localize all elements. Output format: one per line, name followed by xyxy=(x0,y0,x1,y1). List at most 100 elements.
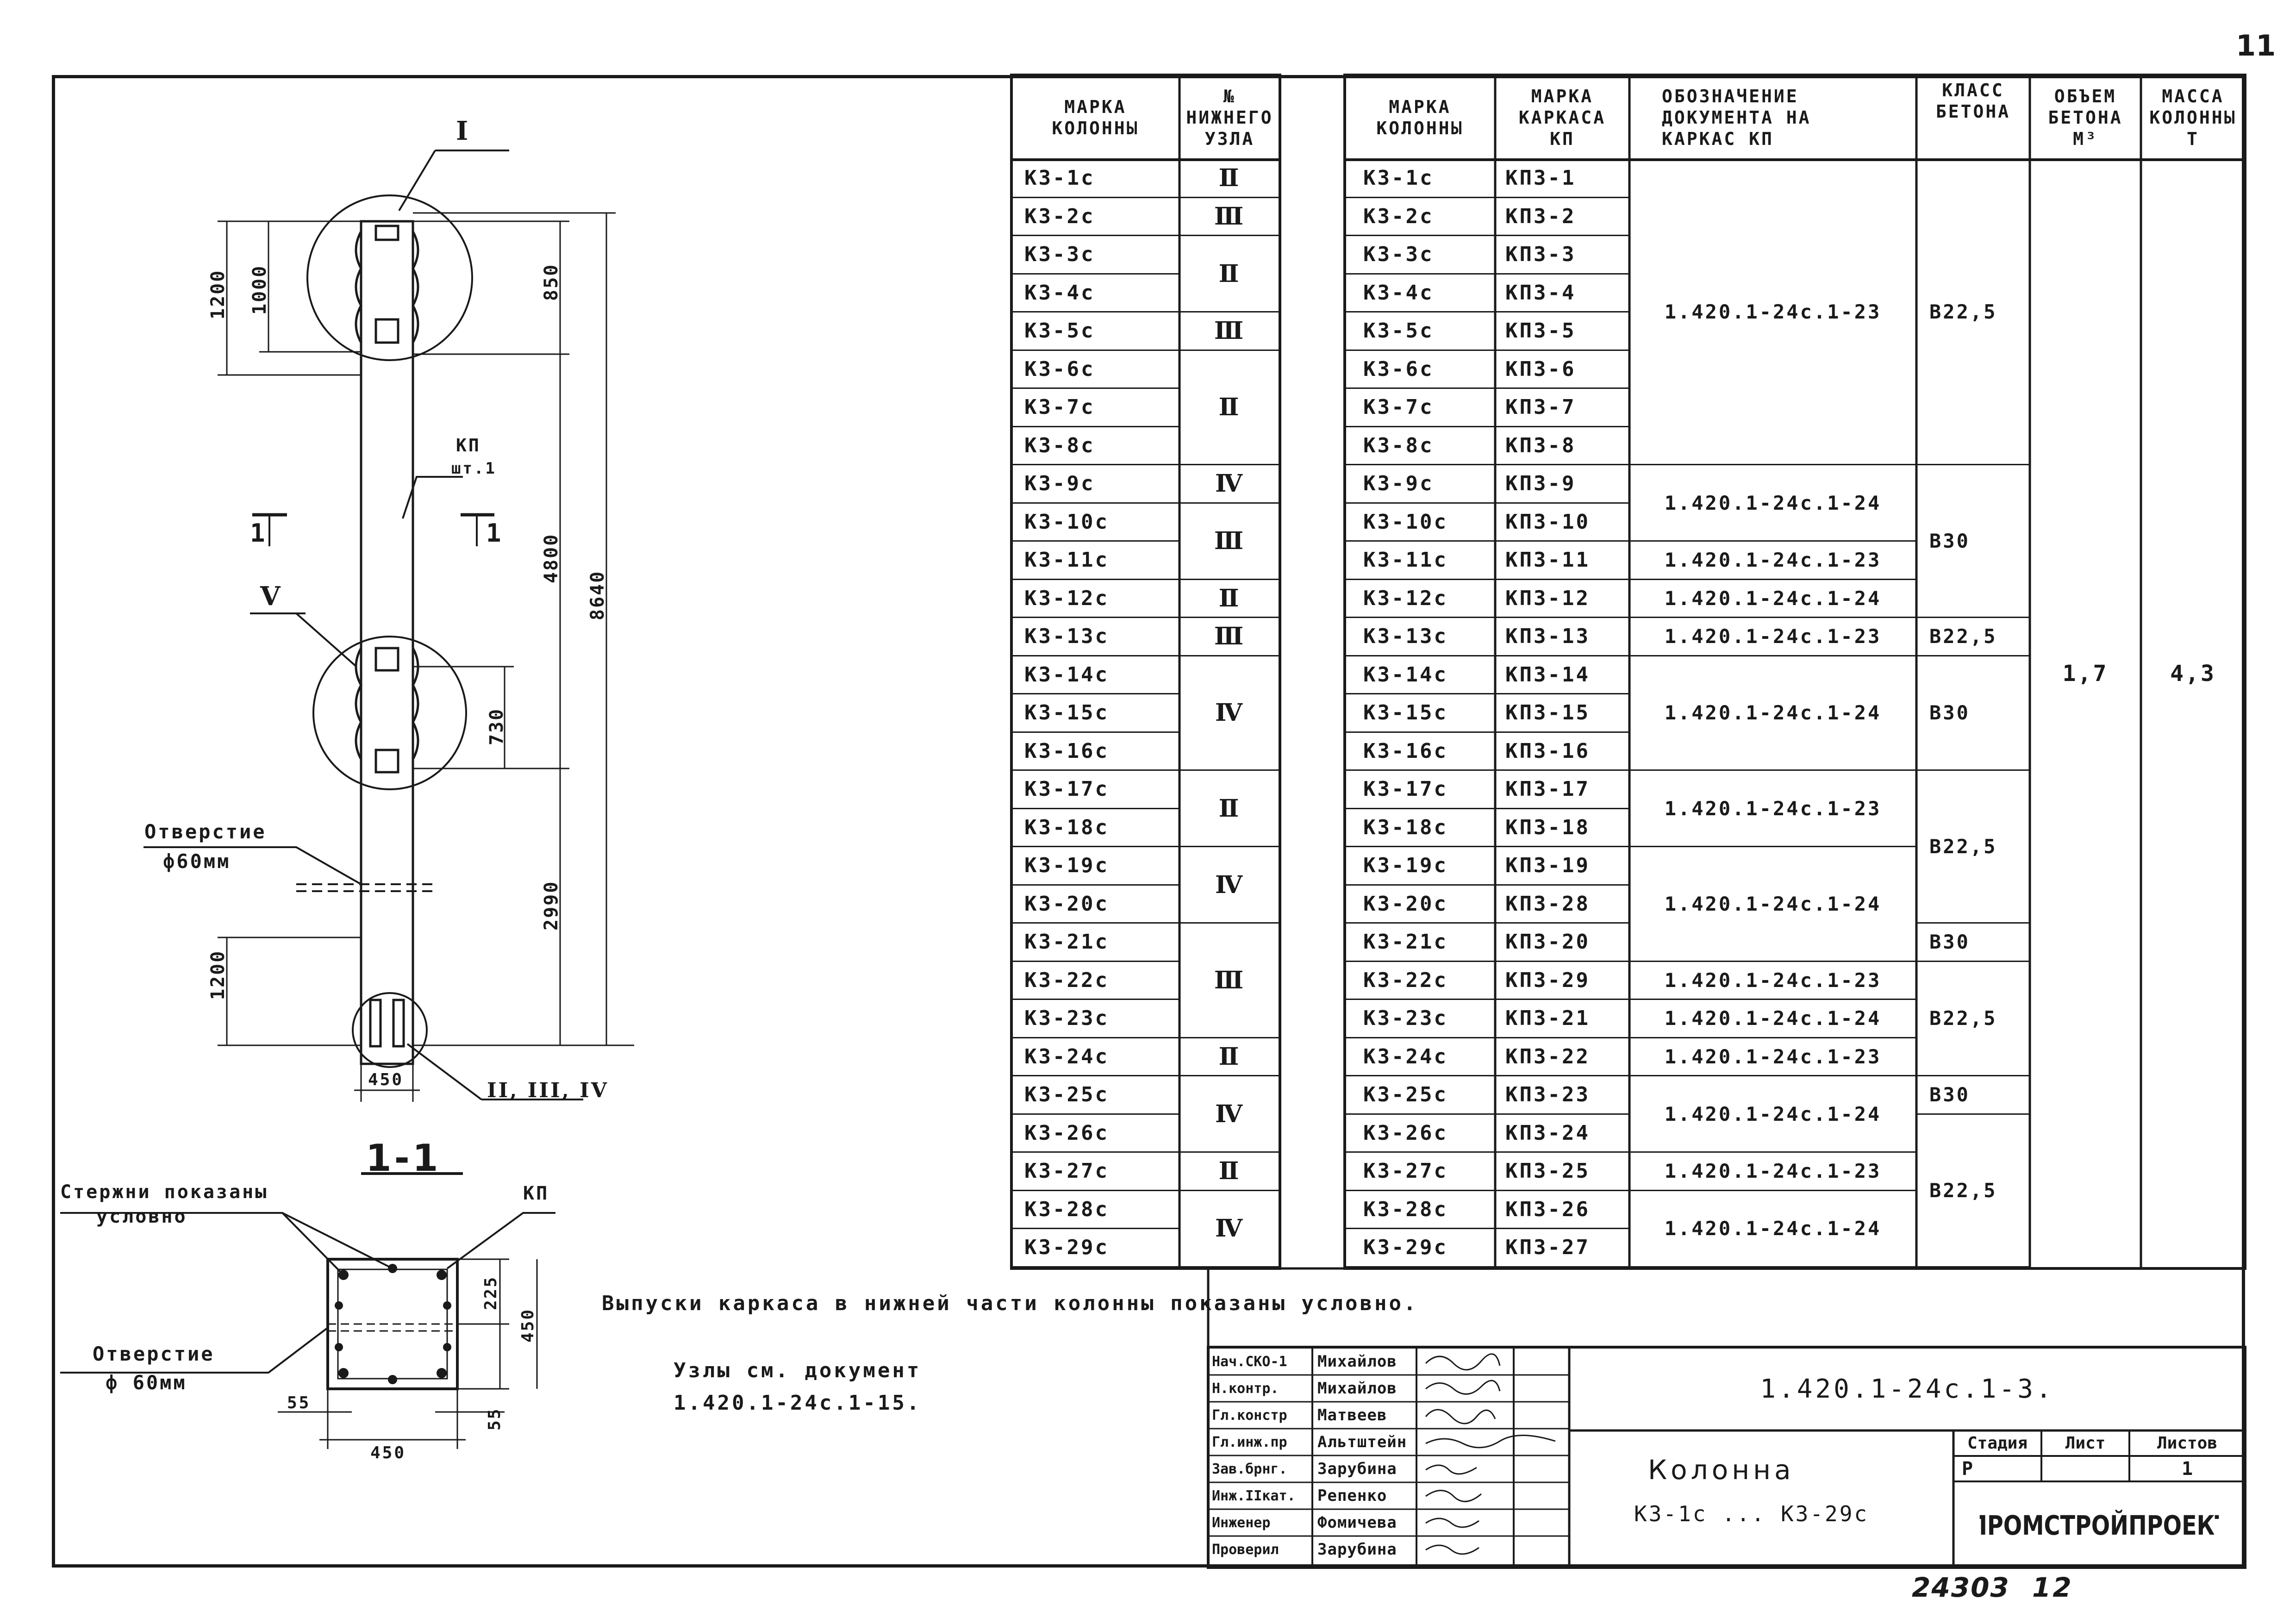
left-table-mark: КЗ-18с xyxy=(1011,809,1179,847)
right-table-mark: КЗ-2с xyxy=(1345,198,1495,236)
right-table-frame: КП3-12 xyxy=(1495,580,1629,618)
drawing-frame xyxy=(52,75,2245,1568)
left-table-mark: КЗ-16с xyxy=(1011,733,1179,771)
right-table-mark: КЗ-7с xyxy=(1345,389,1495,427)
section-dim-450-h: 450 xyxy=(370,1443,406,1462)
section-hole-label-2: ф 60мм xyxy=(106,1371,187,1394)
dim-1200-bottom: 1200 xyxy=(207,949,229,1000)
right-table-frame: КП3-8 xyxy=(1495,427,1629,465)
right-table-mark: КЗ-24с xyxy=(1345,1038,1495,1076)
right-table-frame: КП3-26 xyxy=(1495,1191,1629,1229)
rods-label-1: Стержни показаны xyxy=(60,1181,268,1203)
left-table-mark: КЗ-26с xyxy=(1011,1115,1179,1153)
title-block-name: Зарубина xyxy=(1317,1460,1397,1478)
note-outlets: Выпуски каркаса в нижней части колонны п… xyxy=(602,1292,1418,1315)
right-table-frame: КП3-4 xyxy=(1495,275,1629,312)
right-table-frame: КП3-2 xyxy=(1495,198,1629,236)
right-table-mark: КЗ-22с xyxy=(1345,962,1495,1000)
left-table-mark: КЗ-23с xyxy=(1011,1000,1179,1038)
left-table-mark: КЗ-24с xyxy=(1011,1038,1179,1076)
left-table-mark: КЗ-21с xyxy=(1011,924,1179,962)
right-table-mark: КЗ-11с xyxy=(1345,542,1495,580)
right-table-mark: КЗ-9с xyxy=(1345,465,1495,504)
section-dim-225: 225 xyxy=(481,1275,500,1310)
left-table-mark: КЗ-12с xyxy=(1011,580,1179,618)
left-table-mark: КЗ-7с xyxy=(1011,389,1179,427)
footer-code: 24303 xyxy=(1912,1572,2010,1603)
right-table-concrete: В30 xyxy=(1916,1076,2030,1115)
marker-bottom: II, III, IV xyxy=(487,1079,609,1102)
right-table-frame: КП3-11 xyxy=(1495,542,1629,580)
right-header-doc: ОБОЗНАЧЕНИЕ ДОКУМЕНТА НА КАРКАС КП xyxy=(1662,86,1811,149)
section-dim-55-left: 55 xyxy=(287,1393,311,1412)
left-table-node: Ⅲ xyxy=(1179,618,1280,656)
right-table-mark: КЗ-28с xyxy=(1345,1191,1495,1229)
right-header-mark: МАРКА КОЛОННЫ xyxy=(1376,96,1464,138)
right-table-mark: КЗ-10с xyxy=(1345,504,1495,542)
kp-count: шт.1 xyxy=(451,459,497,478)
left-table-mark: КЗ-2с xyxy=(1011,198,1179,236)
right-table-mark: КЗ-12с xyxy=(1345,580,1495,618)
left-table-node: Ⅱ xyxy=(1179,1153,1280,1191)
sheet-number: 11 xyxy=(2236,29,2276,62)
section-mark-right: 1 xyxy=(486,518,503,548)
left-table-node: Ⅳ xyxy=(1179,1191,1280,1268)
right-table-concrete: В30 xyxy=(1916,465,2030,618)
node-circle-mid xyxy=(312,636,467,790)
right-table-frame: КП3-21 xyxy=(1495,1000,1629,1038)
right-table-doc: 1.420.1-24с.1-23 xyxy=(1629,771,1916,847)
right-table-concrete: В30 xyxy=(1916,924,2030,962)
footer-sheet: 12 xyxy=(2032,1572,2073,1603)
drawing-title: Колонна xyxy=(1648,1454,1795,1486)
right-header-concrete: КЛАСС БЕТОНА xyxy=(1935,80,2011,122)
right-table-mark: КЗ-29с xyxy=(1345,1229,1495,1268)
left-table-mark: КЗ-20с xyxy=(1011,886,1179,924)
left-table-node: Ⅲ xyxy=(1179,504,1280,580)
left-table-node: Ⅱ xyxy=(1179,351,1280,465)
right-table-concrete: В22,5 xyxy=(1916,962,2030,1076)
right-table-doc: 1.420.1-24с.1-23 xyxy=(1629,160,1916,465)
left-table-mark: КЗ-29с xyxy=(1011,1229,1179,1268)
right-table-doc: 1.420.1-24с.1-24 xyxy=(1629,656,1916,771)
dim-730: 730 xyxy=(486,707,507,745)
right-table-doc: 1.420.1-24с.1-23 xyxy=(1629,542,1916,580)
stage-header: Стадия xyxy=(1967,1434,2028,1453)
left-table-node: Ⅱ xyxy=(1179,1038,1280,1076)
right-table-mark: КЗ-26с xyxy=(1345,1115,1495,1153)
right-table-concrete: В30 xyxy=(1916,656,2030,771)
left-table-node: Ⅳ xyxy=(1179,465,1280,504)
node-circle-top xyxy=(306,194,473,361)
sheets-value: 1 xyxy=(2181,1458,2193,1480)
right-table-concrete: В22,5 xyxy=(1916,160,2030,465)
right-table-doc: 1.420.1-24с.1-23 xyxy=(1629,962,1916,1000)
top-node-outline xyxy=(355,231,419,344)
organization-name: ПРОМСТРОЙПРОЕКТ xyxy=(1979,1510,2219,1541)
right-table-mark: КЗ-17с xyxy=(1345,771,1495,809)
right-table-mark: КЗ-8с xyxy=(1345,427,1495,465)
right-table-frame: КП3-29 xyxy=(1495,962,1629,1000)
hole-label-1: Отверстие xyxy=(144,820,267,843)
left-table-mark: КЗ-4с xyxy=(1011,275,1179,312)
dim-1200-top: 1200 xyxy=(207,269,229,319)
left-table-mark: КЗ-10с xyxy=(1011,504,1179,542)
dim-450-bottom: 450 xyxy=(368,1070,404,1089)
left-table-node: Ⅱ xyxy=(1179,236,1280,312)
right-table-doc: 1.420.1-24с.1-24 xyxy=(1629,465,1916,542)
section-dim-55-right: 55 xyxy=(485,1407,504,1430)
title-block-name: Фомичева xyxy=(1317,1513,1397,1532)
right-table-frame: КП3-10 xyxy=(1495,504,1629,542)
column-mass: 4,3 xyxy=(2170,661,2216,687)
left-table-mark: КЗ-3с xyxy=(1011,236,1179,275)
right-table-mark: КЗ-19с xyxy=(1345,847,1495,886)
right-header-frame: МАРКА КАРКАСА КП xyxy=(1518,86,1606,149)
right-table-frame: КП3-13 xyxy=(1495,618,1629,656)
column-body xyxy=(360,220,414,1065)
left-table-mark: КЗ-25с xyxy=(1011,1076,1179,1115)
right-table-mark: КЗ-16с xyxy=(1345,733,1495,771)
title-block-role: Гл.констр xyxy=(1212,1407,1287,1424)
title-block-role: Н.контр. xyxy=(1212,1380,1279,1397)
marker-mid: V xyxy=(260,581,282,612)
right-table-concrete: В22,5 xyxy=(1916,618,2030,656)
title-block-role: Проверил xyxy=(1212,1541,1279,1558)
